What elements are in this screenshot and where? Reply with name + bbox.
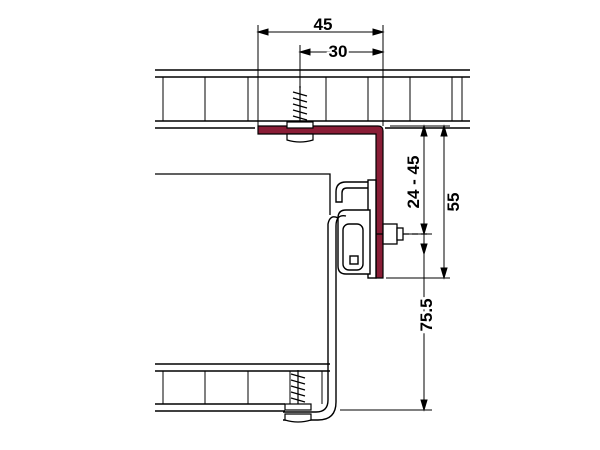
wood-screw-icon xyxy=(286,86,314,143)
dimension-lines xyxy=(256,25,450,412)
dimension-label-55: 55 xyxy=(444,193,463,212)
runner-profile xyxy=(283,179,377,421)
drawer-side xyxy=(155,173,331,215)
top-panel xyxy=(155,69,470,129)
dimension-label-45: 45 xyxy=(314,15,333,34)
bottom-panel xyxy=(155,363,330,412)
dimension-label-30: 30 xyxy=(329,42,348,61)
wood-screw-icon xyxy=(284,370,312,423)
dimension-label-75-5: 75.5 xyxy=(417,298,436,331)
dimension-label-24-45: 24 - 45 xyxy=(404,156,423,209)
